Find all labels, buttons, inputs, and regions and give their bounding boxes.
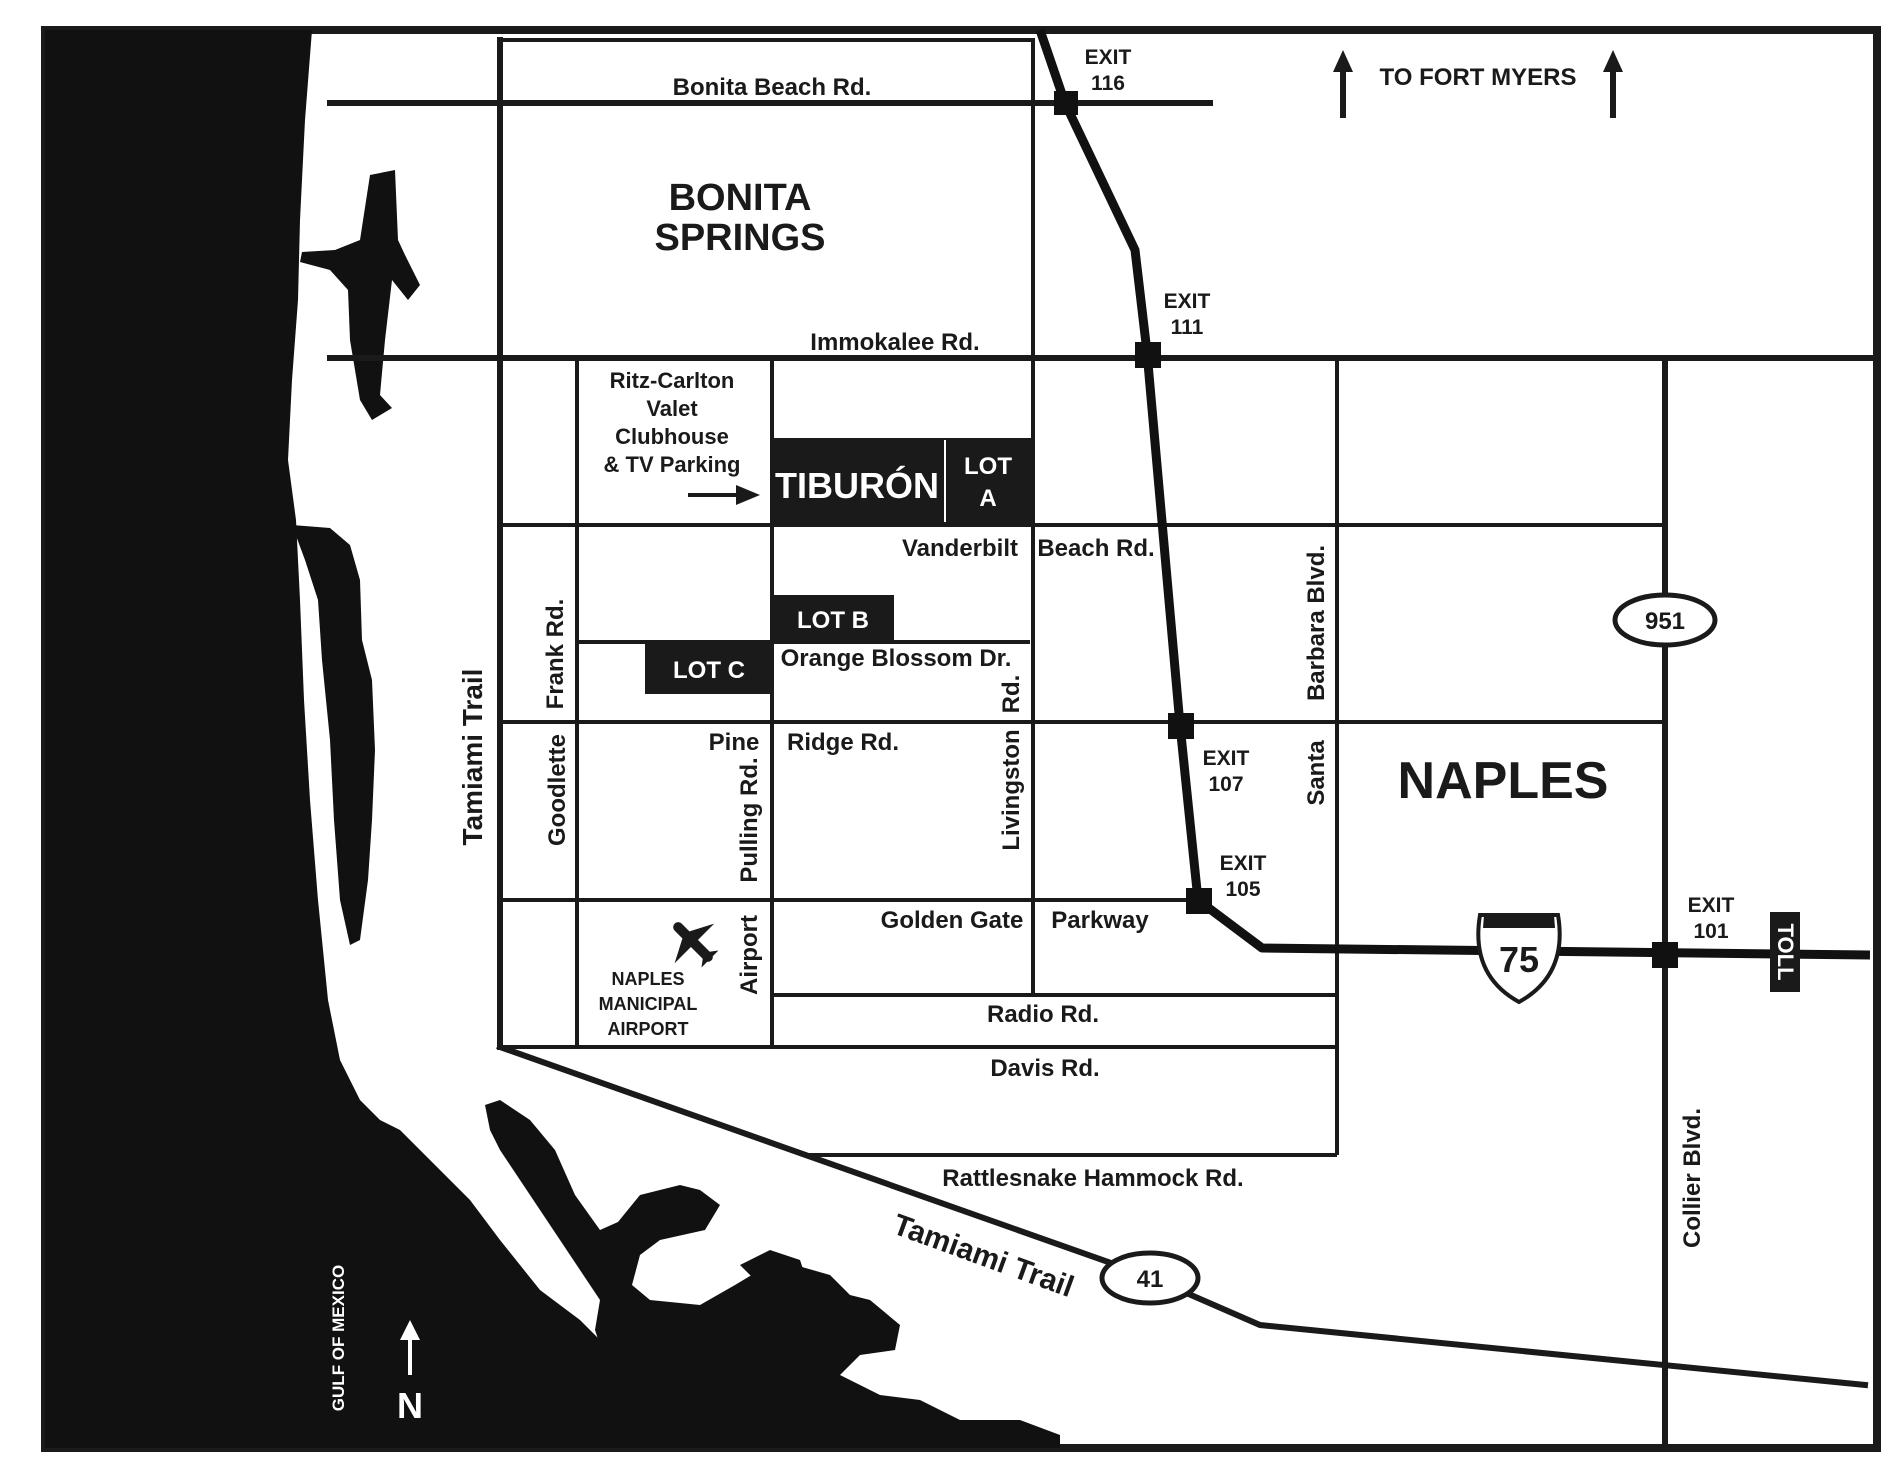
exit-111-line1: EXIT <box>1164 290 1211 313</box>
route-41-shield-icon <box>1099 1250 1201 1306</box>
gulf-water <box>45 30 620 1448</box>
label-goodlette: Goodlette <box>544 734 571 846</box>
label-santa: Santa <box>1303 740 1330 806</box>
label-frank: Frank Rd. <box>542 599 569 710</box>
lot-a-label-line1: LOT <box>964 453 1012 480</box>
lot-a-label-line2: A <box>979 485 996 512</box>
compass-n-label: N <box>397 1385 423 1426</box>
lot-c-block <box>645 644 773 694</box>
toll-label: TOLL <box>1773 923 1798 980</box>
interstate-75-shield-icon <box>1476 913 1562 1005</box>
ritz-line4: & TV Parking <box>604 452 741 477</box>
city-bonita-line2: SPRINGS <box>654 217 825 259</box>
label-vanderbilt: Vanderbilt <box>902 535 1018 562</box>
city-naples: NAPLES <box>1398 752 1609 810</box>
label-barbara: Barbara Blvd. <box>1303 545 1330 701</box>
exit-107-line2: 107 <box>1208 773 1243 796</box>
label-beach-rd: Beach Rd. <box>1037 535 1154 562</box>
label-orange-blossom: Orange Blossom Dr. <box>781 645 1012 672</box>
tiburon-block <box>772 438 1034 524</box>
gulf-label: GULF OF MEXICO <box>329 1265 348 1411</box>
exit-105-line1: EXIT <box>1220 852 1267 875</box>
estuary-north <box>300 170 420 420</box>
exit-101-line2: 101 <box>1693 920 1728 943</box>
label-rattlesnake: Rattlesnake Hammock Rd. <box>942 1165 1243 1192</box>
ritz-line2: Valet <box>646 396 698 421</box>
compass-arrow-icon <box>400 1320 420 1375</box>
to-fort-myers-label: TO FORT MYERS <box>1380 64 1577 91</box>
exit-101-line1: EXIT <box>1688 894 1735 917</box>
interchange-107 <box>1168 713 1194 739</box>
airport-line1: NAPLES <box>611 969 684 989</box>
label-immokalee: Immokalee Rd. <box>810 329 979 356</box>
tiburon-label: TIBURÓN <box>775 464 939 506</box>
route-951-label: 951 <box>1645 608 1685 635</box>
exit-107-line1: EXIT <box>1203 747 1250 770</box>
lot-c-label: LOT C <box>673 657 745 684</box>
airport-line2: MANICIPAL <box>599 994 698 1014</box>
airport-line3: AIRPORT <box>608 1019 689 1039</box>
exit-111-line2: 111 <box>1171 316 1204 339</box>
exit-116-line2: 116 <box>1091 72 1125 95</box>
label-collier: Collier Blvd. <box>1679 1108 1706 1248</box>
ritz-line1: Ritz-Carlton <box>610 368 735 393</box>
interchange-101 <box>1652 942 1678 968</box>
label-pine: Pine <box>709 729 760 756</box>
interchange-116 <box>1054 91 1078 115</box>
route-951-shield-icon <box>1612 592 1718 648</box>
label-radio: Radio Rd. <box>987 1001 1099 1028</box>
label-tamiami-diagonal: Tamiami Trail <box>889 1208 1078 1304</box>
label-parkway: Parkway <box>1051 907 1149 934</box>
estuary-inlet <box>740 1250 805 1290</box>
interchange-105 <box>1186 888 1212 914</box>
north-arrow-right-icon <box>1603 50 1623 118</box>
label-golden-gate: Golden Gate <box>881 907 1024 934</box>
label-airport: Airport <box>736 915 763 995</box>
interstate-75-label: 75 <box>1499 939 1539 980</box>
label-pulling: Pulling Rd. <box>736 757 763 882</box>
interstate-75 <box>1035 28 1871 960</box>
label-livingston-rd: Rd. <box>998 675 1025 714</box>
north-arrow-left-icon <box>1333 50 1353 118</box>
interchange-111 <box>1135 342 1161 368</box>
label-ridge-rd: Ridge Rd. <box>787 729 899 756</box>
label-davis: Davis Rd. <box>990 1055 1099 1082</box>
label-livingston: Livingston <box>998 729 1025 850</box>
toll-box <box>1770 912 1800 992</box>
lot-b-label: LOT B <box>797 607 869 634</box>
estuary-mid <box>292 525 375 945</box>
label-tamiami-vertical: Tamiami Trail <box>457 669 488 846</box>
route-41-label: 41 <box>1137 1266 1164 1293</box>
city-bonita-line1: BONITA <box>669 177 812 219</box>
exit-105-line2: 105 <box>1225 878 1260 901</box>
label-bonita-beach: Bonita Beach Rd. <box>673 74 872 101</box>
exit-116-line1: EXIT <box>1085 46 1132 69</box>
lot-b-block <box>772 595 894 641</box>
ritz-arrow-icon <box>688 485 760 505</box>
ritz-line3: Clubhouse <box>615 424 729 449</box>
road-tamiami-diagonal <box>496 1043 1869 1389</box>
